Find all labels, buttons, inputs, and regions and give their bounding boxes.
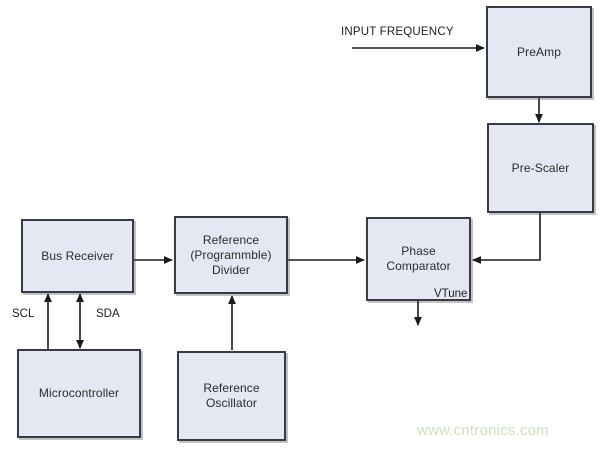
block-preamp-label: PreAmp <box>517 44 561 59</box>
block-microcontroller[interactable]: Microcontroller <box>17 349 141 438</box>
block-bus-receiver-label: Bus Receiver <box>41 248 114 263</box>
watermark: www.cntronics.com <box>417 422 549 439</box>
block-phase-comparator[interactable]: Phase Comparator <box>366 217 471 301</box>
block-prescaler-label: Pre-Scaler <box>511 160 570 175</box>
wire-prescaler-to-phase-comparator <box>472 212 541 264</box>
block-bus-receiver[interactable]: Bus Receiver <box>21 219 134 293</box>
block-prescaler[interactable]: Pre-Scaler <box>487 123 594 213</box>
block-preamp[interactable]: PreAmp <box>486 6 592 98</box>
block-reference-oscillator[interactable]: Reference Oscillator <box>177 351 286 441</box>
block-reference-divider-label: Reference (Programmble) Divider <box>190 232 272 277</box>
input-frequency-label: INPUT FREQUENCY <box>341 26 454 38</box>
block-phase-comparator-label: Phase Comparator <box>386 244 451 273</box>
block-microcontroller-label: Microcontroller <box>38 386 120 400</box>
vtune-label: VTune <box>434 288 468 300</box>
sda-label: SDA <box>96 308 120 320</box>
scl-label: SCL <box>12 308 35 320</box>
block-reference-oscillator-label: Reference Oscillator <box>203 381 260 410</box>
block-reference-divider[interactable]: Reference (Programmble) Divider <box>174 216 288 294</box>
